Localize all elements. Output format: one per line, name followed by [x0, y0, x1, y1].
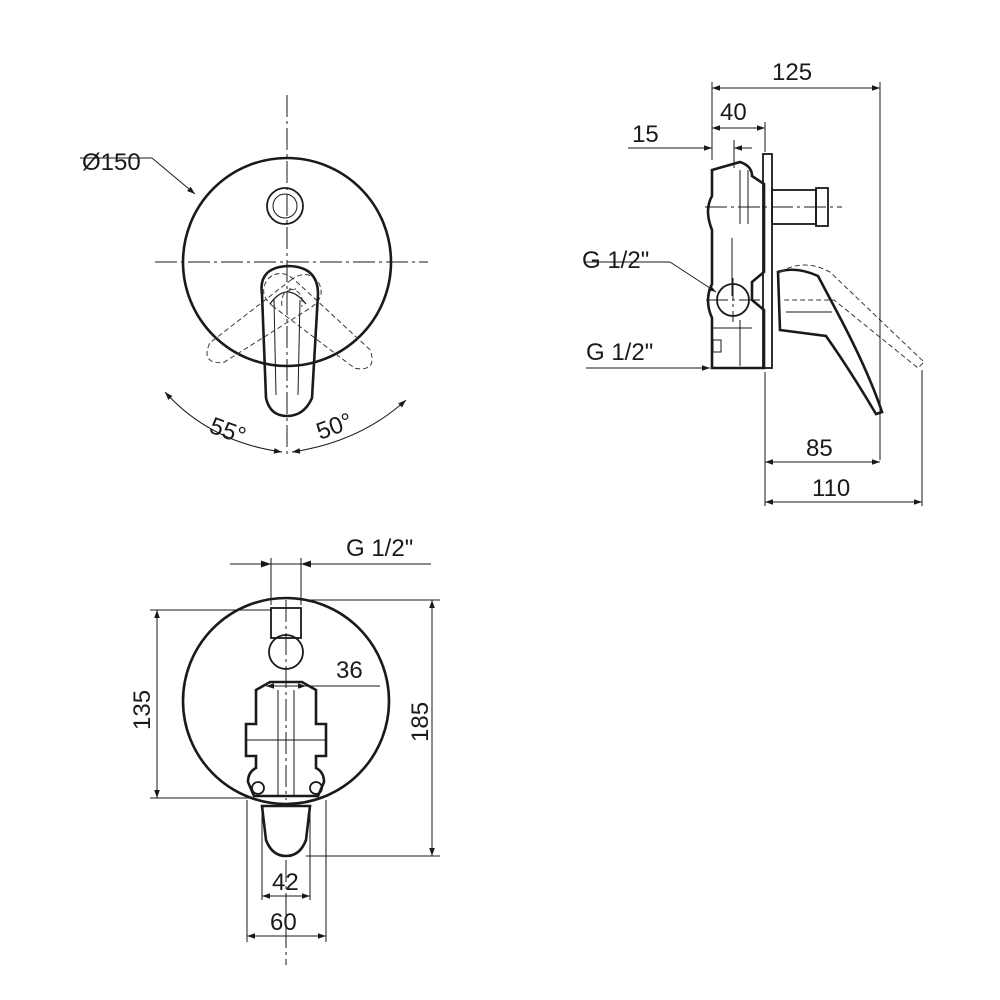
angle-left-label: 55° — [206, 412, 249, 450]
rear-top-thread-label: G 1/2" — [346, 535, 413, 562]
inlet-thread-label: G 1/2" — [582, 247, 649, 274]
dim-185-label: 185 — [407, 702, 434, 742]
dim-36-label: 36 — [336, 657, 363, 684]
diameter-leader-arrow — [151, 157, 196, 195]
rear-top-thread-arrow-left — [261, 560, 271, 568]
front-view: 55° 50° Ø150 — [80, 95, 428, 455]
inlet-thread-leader-arrow — [669, 261, 717, 293]
handle-rotated-right-ghost — [263, 272, 373, 370]
dim-125-label: 125 — [772, 59, 812, 86]
angle-right-label: 50° — [313, 408, 356, 446]
dim-85-label: 85 — [806, 435, 833, 462]
side-valve-body — [706, 160, 766, 370]
side-body-lug — [712, 339, 722, 353]
rear-cover-plate — [181, 596, 391, 806]
front-lever-handle-ridge — [269, 291, 307, 305]
dim-42-label: 42 — [272, 869, 299, 896]
diverter-knob-outer — [266, 187, 304, 225]
side-view: 125 40 15 G 1/2" G 1/2" 85 110 — [582, 59, 925, 506]
front-lever-handle-line-a — [273, 299, 277, 396]
rear-view: G 1/2" 36 135 185 42 — [129, 535, 440, 965]
side-lever-ghost — [779, 264, 925, 369]
dim-60-label: 60 — [270, 909, 297, 936]
diverter-knob-inner — [272, 193, 298, 219]
rear-valve-body — [244, 680, 328, 798]
rear-lever-handle — [260, 804, 312, 858]
side-lever-handle — [776, 268, 884, 416]
outlet-thread-label: G 1/2" — [586, 339, 653, 366]
front-cover-plate — [181, 156, 393, 368]
angle-arc-right — [291, 399, 407, 454]
dim-15-label: 15 — [632, 121, 659, 148]
rear-mount-hole-left — [251, 781, 265, 795]
angle-arc-left — [164, 391, 283, 454]
dim-40-label: 40 — [720, 99, 747, 126]
front-lever-handle-line-b — [297, 299, 301, 396]
rear-mount-hole-right — [309, 781, 323, 795]
dim-135-label: 135 — [129, 690, 156, 730]
dim-110-label: 110 — [812, 475, 850, 502]
handle-rotated-left-ghost — [206, 274, 322, 364]
diameter-label: Ø150 — [82, 149, 141, 176]
rear-top-thread-arrow-right — [301, 560, 311, 568]
